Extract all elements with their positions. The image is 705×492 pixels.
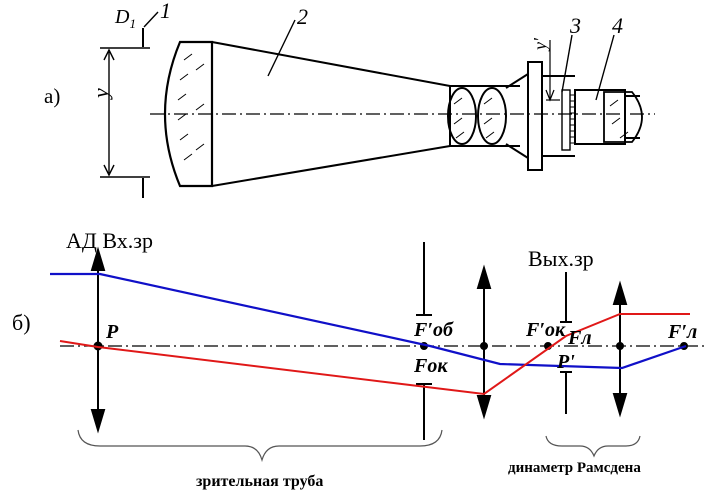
ray-blue bbox=[50, 272, 687, 370]
part-a-drawing bbox=[100, 11, 655, 198]
entrance-pupil-arrow-bottom bbox=[90, 409, 106, 434]
leader-2 bbox=[267, 19, 296, 77]
eyepiece-lens-2 bbox=[477, 87, 507, 145]
eyepiece-arrow-bottom bbox=[476, 395, 492, 420]
eyepiece-hatch bbox=[453, 97, 495, 139]
callout-1: 1 bbox=[160, 0, 171, 23]
dim-y-arrow-bottom bbox=[103, 164, 115, 177]
label-d1: D1 bbox=[114, 6, 136, 31]
part-a-label: а) bbox=[44, 84, 60, 108]
entrance-pupil-label: АД Вх.зр bbox=[66, 228, 153, 253]
ramsden-arrow-top bbox=[612, 280, 628, 305]
magnifier-hatch bbox=[609, 99, 629, 139]
callout-4: 4 bbox=[612, 13, 623, 38]
focus-ok-label: Fок bbox=[413, 355, 448, 377]
eyepiece-lens-1 bbox=[447, 87, 477, 145]
objective-lens bbox=[163, 40, 214, 188]
focus-ok-prime-label: F′ок bbox=[525, 319, 566, 341]
point-eyepiece-dot bbox=[480, 342, 488, 350]
callout-2: 2 bbox=[297, 4, 308, 29]
point-p-label: P bbox=[105, 321, 119, 343]
part-b-label: б) bbox=[12, 310, 31, 335]
label-y-prime: y' bbox=[530, 37, 550, 52]
leader-3 bbox=[561, 34, 573, 93]
caption-telescope: зрительная труба bbox=[196, 473, 323, 490]
label-y: y bbox=[88, 88, 113, 100]
flange bbox=[527, 61, 543, 171]
focus-l-prime-label: F′л bbox=[667, 321, 697, 343]
point-ramsden-dot bbox=[616, 342, 624, 350]
ray-red bbox=[59, 313, 690, 396]
objective-hatch bbox=[177, 53, 205, 161]
exit-pupil-label: Вых.зр bbox=[528, 246, 594, 271]
brace-telescope bbox=[77, 429, 443, 463]
eyepiece-taper-bottom bbox=[505, 143, 529, 159]
telescope-body-bottom bbox=[211, 145, 451, 187]
entrance-pupil-arrow-top bbox=[90, 246, 106, 271]
part-b-drawing bbox=[60, 242, 705, 463]
focus-l-label: Fл bbox=[567, 327, 592, 349]
dim-y-arrow-top bbox=[103, 48, 115, 61]
leader-4 bbox=[595, 34, 615, 101]
focus-ob-prime-label: F′об bbox=[413, 319, 454, 341]
brace-dynameter bbox=[545, 435, 641, 458]
caption-dynameter: динаметр Рамсдена bbox=[508, 460, 641, 476]
callout-3: 3 bbox=[569, 13, 581, 38]
magnifier-housing bbox=[574, 89, 626, 145]
magnifier-lens bbox=[603, 91, 643, 143]
scale-ticks bbox=[570, 94, 574, 144]
eyepiece-taper-top bbox=[505, 73, 529, 89]
leader-1 bbox=[143, 11, 159, 28]
point-p-prime-label: P' bbox=[556, 351, 575, 373]
telescope-body-top bbox=[211, 41, 451, 87]
eyepiece-arrow-top bbox=[476, 264, 492, 289]
scale-reticle bbox=[561, 89, 571, 151]
ramsden-arrow-bottom bbox=[612, 393, 628, 418]
